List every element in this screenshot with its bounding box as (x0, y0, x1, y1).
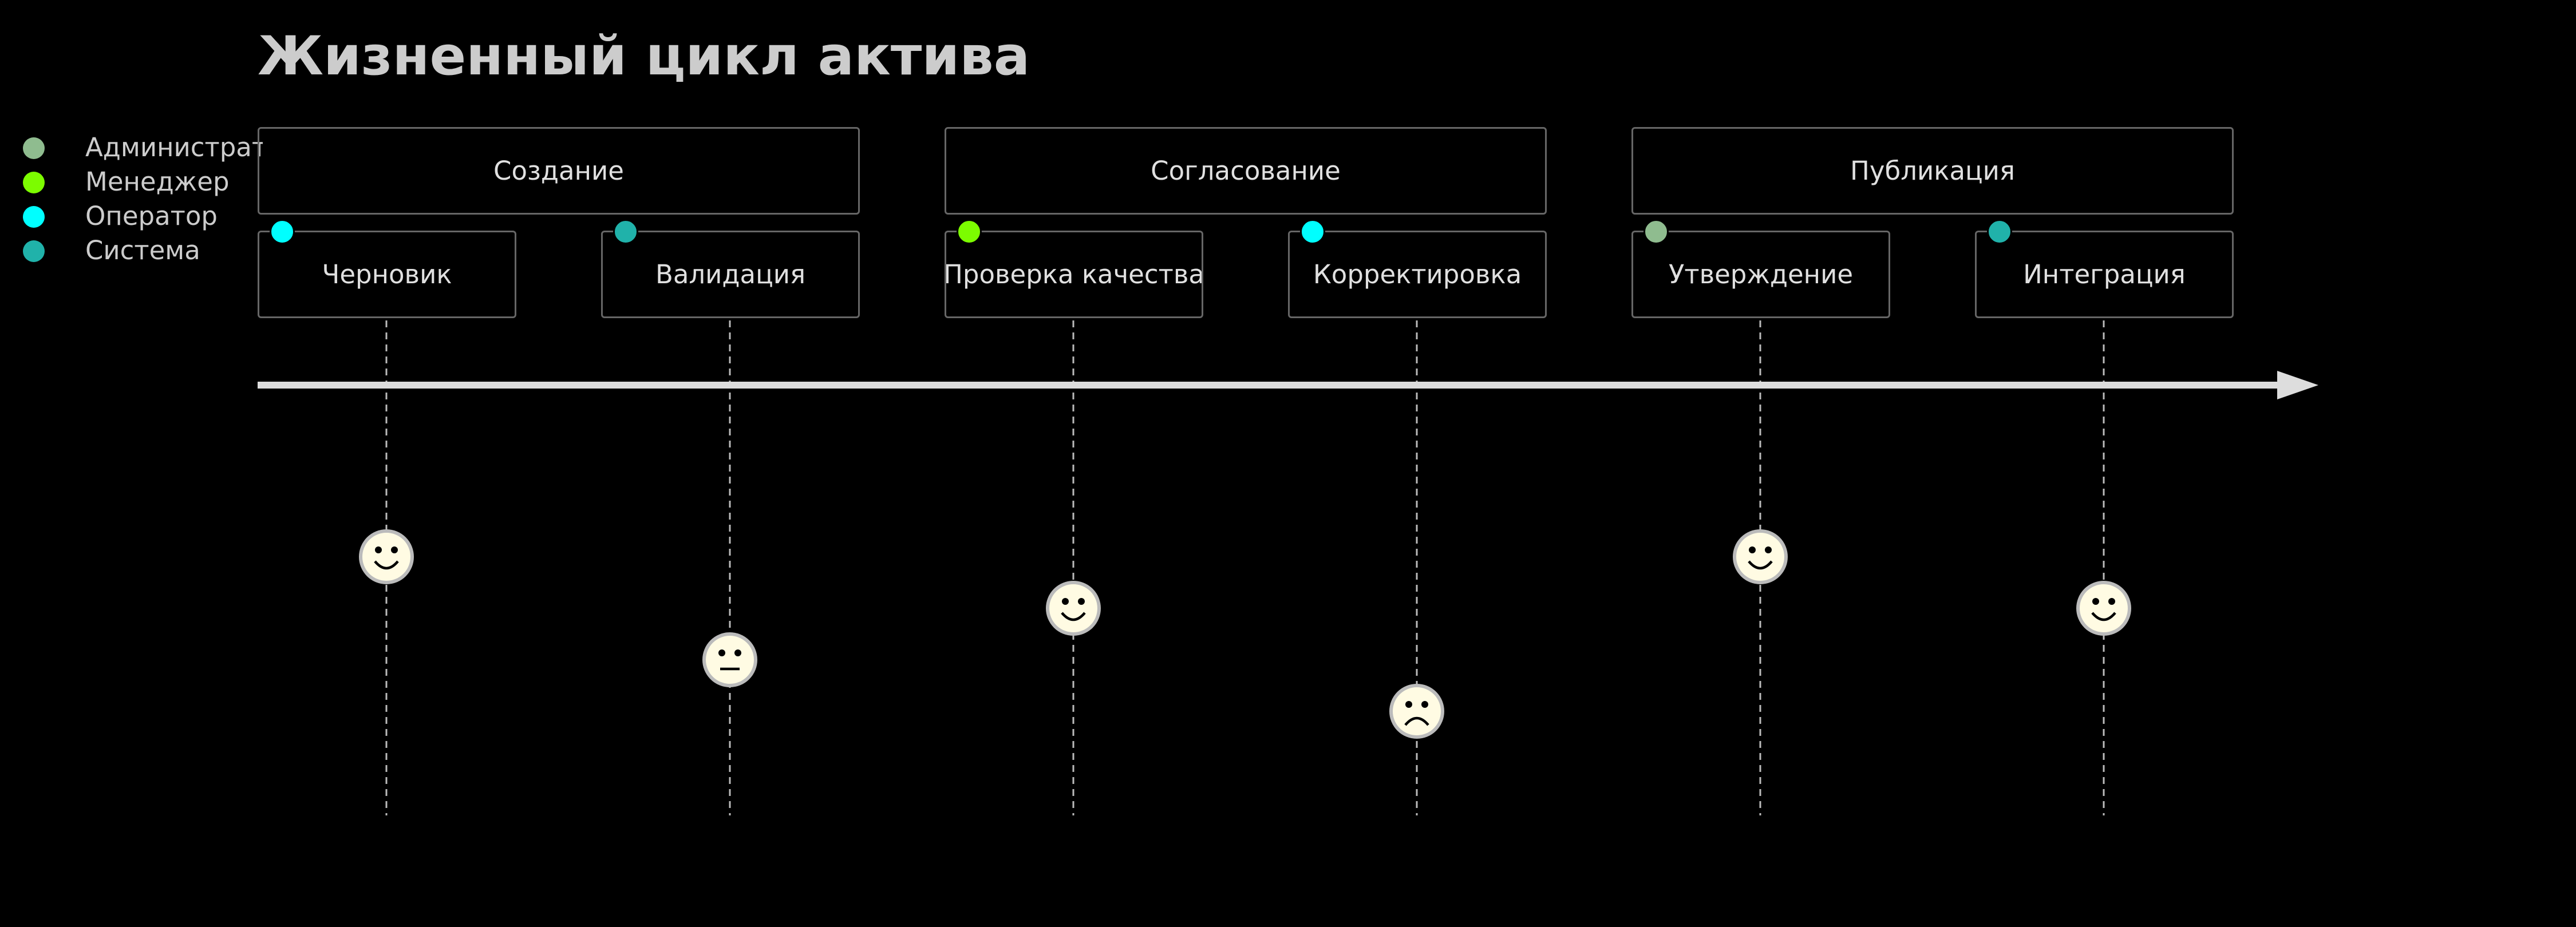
step-label: Черновик (322, 259, 452, 290)
step-label: Интеграция (2023, 259, 2186, 290)
step-approval: Утверждение (1631, 231, 1890, 318)
phase-label: Создание (493, 156, 624, 186)
phase-creation: Создание (258, 127, 860, 215)
happy-face-icon (1733, 529, 1788, 584)
step-actor-dot-icon (270, 219, 295, 244)
step-label: Проверка качества (945, 259, 1203, 290)
step-label: Валидация (655, 259, 806, 290)
phase-label: Публикация (1850, 156, 2015, 186)
legend-label: Менеджер (85, 167, 230, 197)
legend: Администратор Менеджер Оператор Система (0, 0, 263, 275)
step-draft: Черновик (258, 231, 516, 318)
happy-face-icon (1046, 581, 1101, 636)
neutral-face-icon (702, 632, 757, 687)
step-quality-check: Проверка качества (945, 231, 1203, 318)
step-correction: Корректировка (1288, 231, 1547, 318)
guide-lines (385, 320, 2105, 815)
page-title: Жизненный цикл актива (258, 25, 1030, 88)
step-actor-dot-icon (957, 219, 982, 244)
timeline-arrowhead-icon (2277, 371, 2318, 399)
legend-label: Система (85, 235, 200, 266)
operator-dot-icon (23, 206, 45, 228)
sad-face-icon (1389, 684, 1444, 739)
phase-publication: Публикация (1631, 127, 2234, 215)
legend-label: Администратор (85, 132, 263, 163)
step-label: Утверждение (1668, 259, 1854, 290)
administrator-dot-icon (23, 137, 45, 159)
legend-label: Оператор (85, 201, 218, 231)
step-label: Корректировка (1313, 259, 1522, 290)
happy-face-icon (2076, 581, 2131, 636)
system-dot-icon (23, 240, 45, 262)
step-actor-dot-icon (1300, 219, 1325, 244)
phase-approval: Согласование (945, 127, 1547, 215)
step-actor-dot-icon (1643, 219, 1669, 244)
step-validation: Валидация (601, 231, 860, 318)
step-integration: Интеграция (1975, 231, 2234, 318)
manager-dot-icon (23, 172, 45, 193)
happy-face-icon (359, 529, 414, 584)
step-actor-dot-icon (613, 219, 638, 244)
step-actor-dot-icon (1987, 219, 2012, 244)
phase-label: Согласование (1151, 156, 1341, 186)
